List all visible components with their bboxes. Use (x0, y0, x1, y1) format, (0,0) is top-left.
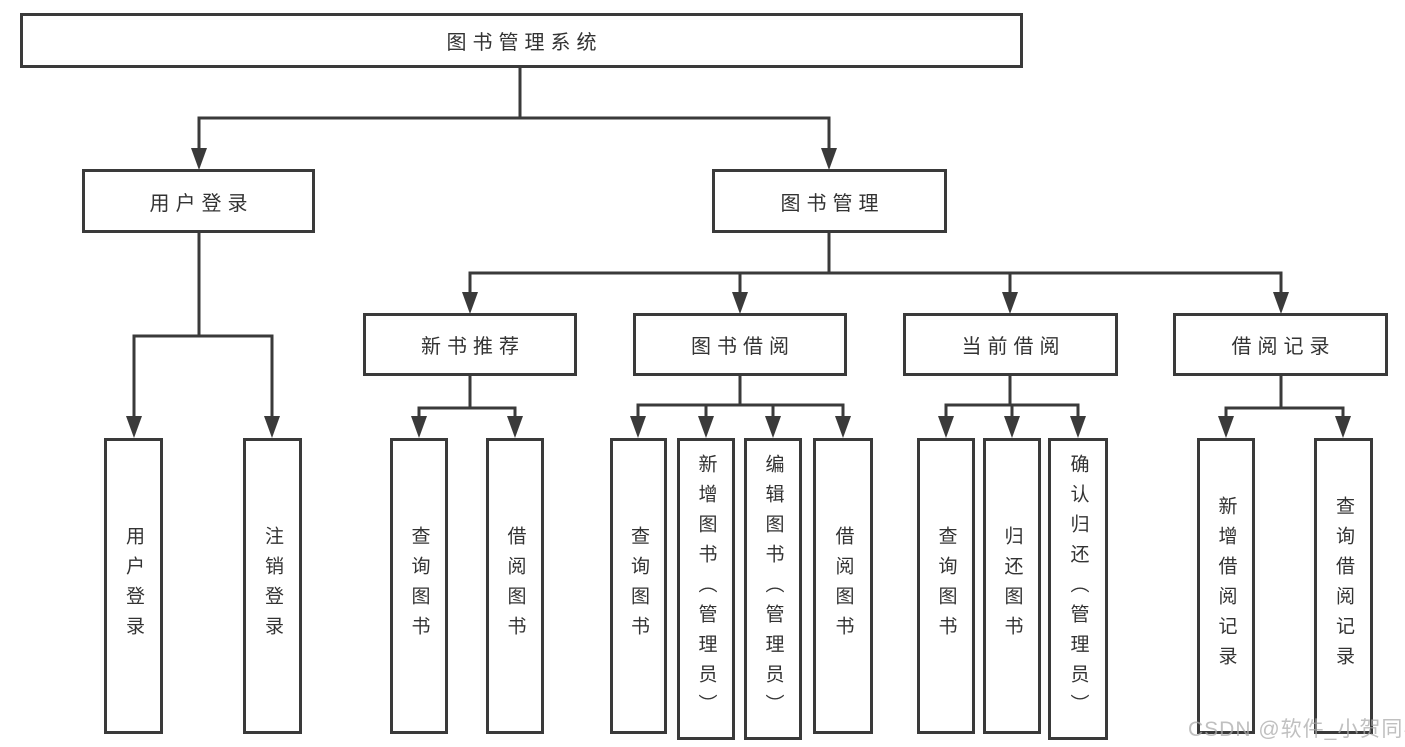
arrow-down-icon (507, 416, 523, 438)
arrow-down-icon (1004, 416, 1020, 438)
leaf-add-borrow-record-label: 新增借阅记录 (1215, 496, 1237, 676)
arrow-down-icon (698, 416, 714, 438)
arrow-down-icon (264, 416, 280, 438)
arrow-down-icon (765, 416, 781, 438)
leaf-user-login: 用户登录 (104, 438, 163, 734)
leaf-return-books: 归还图书 (983, 438, 1041, 734)
arrow-down-icon (1273, 292, 1289, 314)
leaf-recommend-borrow-books: 借阅图书 (486, 438, 544, 734)
leaf-borrowing-query-books-label: 查询图书 (628, 526, 649, 646)
arrow-down-icon (630, 416, 646, 438)
arrow-down-icon (1002, 292, 1018, 314)
node-book-management-branch: 图书管理 (712, 169, 947, 233)
leaf-current-query-books: 查询图书 (917, 438, 975, 734)
node-user-login-branch: 用户登录 (82, 169, 315, 233)
leaf-query-borrow-record-label: 查询借阅记录 (1333, 496, 1354, 676)
leaf-borrowing-borrow-books: 借阅图书 (813, 438, 873, 734)
arrowhead-group (126, 148, 1351, 438)
leaf-confirm-return-admin-label: 确认归还（管理员） (1067, 454, 1089, 724)
leaf-confirm-return-admin: 确认归还（管理员） (1048, 438, 1108, 740)
node-book-borrowing: 图书借阅 (633, 313, 847, 376)
leaf-recommend-query-books-label: 查询图书 (408, 526, 430, 646)
arrow-down-icon (938, 416, 954, 438)
arrow-down-icon (1070, 416, 1086, 438)
leaf-recommend-borrow-books-label: 借阅图书 (504, 526, 526, 646)
arrow-down-icon (411, 416, 427, 438)
csdn-watermark: CSDN @软件_小贺同学 (1188, 718, 1405, 741)
leaf-current-query-books-label: 查询图书 (935, 526, 957, 646)
leaf-add-books-admin-label: 新增图书（管理员） (695, 454, 717, 724)
connector-paths (132, 66, 1345, 422)
leaf-user-login-label: 用户登录 (123, 526, 144, 646)
arrow-down-icon (126, 416, 142, 438)
leaf-borrowing-query-books: 查询图书 (610, 438, 667, 734)
node-current-borrowing: 当前借阅 (903, 313, 1118, 376)
arrow-down-icon (191, 148, 207, 170)
arrow-down-icon (1218, 416, 1234, 438)
leaf-add-books-admin: 新增图书（管理员） (677, 438, 735, 740)
node-borrowing-records: 借阅记录 (1173, 313, 1388, 376)
leaf-edit-books-admin-label: 编辑图书（管理员） (762, 454, 784, 724)
leaf-add-borrow-record: 新增借阅记录 (1197, 438, 1255, 734)
leaf-borrowing-borrow-books-label: 借阅图书 (832, 526, 854, 646)
arrow-down-icon (1335, 416, 1351, 438)
arrow-down-icon (462, 292, 478, 314)
leaf-logout: 注销登录 (243, 438, 302, 734)
leaf-return-books-label: 归还图书 (1001, 526, 1023, 646)
arrow-down-icon (732, 292, 748, 314)
leaf-edit-books-admin: 编辑图书（管理员） (744, 438, 802, 740)
leaf-query-borrow-record: 查询借阅记录 (1314, 438, 1373, 734)
node-new-book-recommendation: 新书推荐 (363, 313, 577, 376)
node-library-management-system: 图书管理系统 (20, 13, 1023, 68)
arrow-down-icon (835, 416, 851, 438)
leaf-logout-label: 注销登录 (262, 526, 283, 646)
leaf-recommend-query-books: 查询图书 (390, 438, 448, 734)
arrow-down-icon (821, 148, 837, 170)
